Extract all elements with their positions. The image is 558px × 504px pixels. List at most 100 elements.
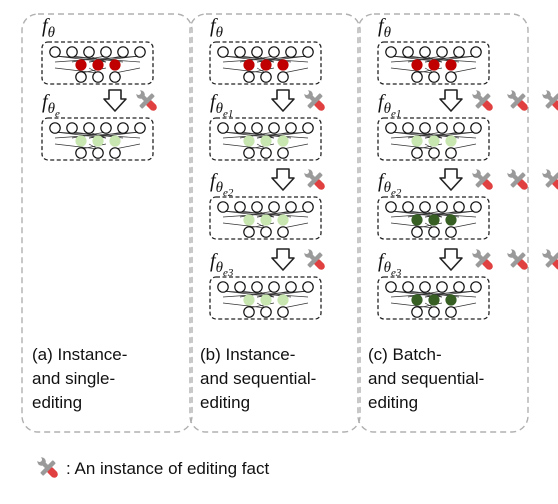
neuron [302, 46, 314, 58]
neuron [285, 122, 297, 134]
edit-tool-icon [507, 90, 529, 112]
edit-tool-icon [507, 249, 529, 271]
neuron [453, 122, 465, 134]
down-arrow-icon [439, 248, 463, 271]
neuron [470, 122, 482, 134]
network-row-1: fθ [41, 15, 154, 85]
edited-neuron [243, 294, 255, 306]
neuron [117, 122, 129, 134]
neuron [251, 122, 263, 134]
neuron [234, 201, 246, 213]
model-label: fθe [42, 91, 60, 120]
network-row-4: fθe3 [209, 248, 326, 320]
network-row-4: fθe3 [377, 248, 558, 320]
edit-tool-icon [542, 90, 558, 112]
neuron [217, 46, 229, 58]
legend-text: : An instance of editing fact [66, 459, 269, 478]
edited-neuron [445, 135, 457, 147]
neuron [445, 71, 457, 83]
network-box [377, 117, 490, 161]
edited-neuron [260, 294, 272, 306]
edited-neuron [92, 135, 104, 147]
edited-neuron [75, 59, 87, 71]
network-box [41, 117, 154, 161]
neuron [243, 147, 255, 159]
model-label: fθe3 [378, 250, 402, 279]
down-arrow-icon [439, 168, 463, 191]
neuron [445, 306, 457, 318]
neuron [302, 201, 314, 213]
edited-neuron [109, 59, 121, 71]
panel-border [21, 13, 193, 433]
neuron [66, 46, 78, 58]
neuron [75, 147, 87, 159]
neuron [436, 201, 448, 213]
edited-neuron [411, 294, 423, 306]
down-arrow-icon [271, 89, 295, 112]
neuron [100, 122, 112, 134]
neuron [83, 122, 95, 134]
neuron [134, 122, 146, 134]
down-arrow-icon [103, 89, 127, 112]
edit-tool-icon [507, 169, 529, 191]
edited-neuron [75, 135, 87, 147]
edit-tool-icon [472, 90, 494, 112]
neuron [109, 147, 121, 159]
neuron [251, 201, 263, 213]
edit-tool-icon [472, 249, 494, 271]
neuron [277, 306, 289, 318]
neuron [470, 201, 482, 213]
neuron [234, 122, 246, 134]
panel-caption-line: and single- [32, 369, 115, 388]
neuron [92, 71, 104, 83]
legend-tool-icon [37, 457, 59, 479]
neuron [117, 46, 129, 58]
network-row-2: fθe [41, 89, 158, 161]
network-row-3: fθe2 [377, 168, 558, 240]
model-label: fθ [210, 15, 224, 41]
neuron [277, 147, 289, 159]
neuron [243, 226, 255, 238]
neuron [419, 122, 431, 134]
model-label: fθe1 [378, 91, 401, 120]
neuron [411, 306, 423, 318]
neuron [260, 306, 272, 318]
neuron [285, 46, 297, 58]
neuron [234, 46, 246, 58]
neuron [100, 46, 112, 58]
model-label: fθ [42, 15, 56, 41]
panel-caption-line: (b) Instance- [200, 345, 295, 364]
neuron [217, 201, 229, 213]
edited-neuron [445, 214, 457, 226]
edited-neuron [411, 214, 423, 226]
neuron [428, 147, 440, 159]
edited-neuron [428, 294, 440, 306]
network-box [209, 117, 322, 161]
edited-neuron [445, 294, 457, 306]
down-arrow-icon [271, 248, 295, 271]
neuron [436, 281, 448, 293]
network-row-2: fθe1 [209, 89, 326, 161]
neuron [243, 71, 255, 83]
neuron [285, 201, 297, 213]
neuron [436, 46, 448, 58]
network-row-3: fθe2 [209, 168, 326, 240]
neuron [411, 147, 423, 159]
panel-caption-line: editing [200, 393, 250, 412]
edit-tool-icon [304, 249, 326, 271]
neuron [268, 281, 280, 293]
network-box [209, 276, 322, 320]
neuron [75, 71, 87, 83]
neuron [445, 147, 457, 159]
neuron [49, 46, 61, 58]
panel-caption-line: editing [368, 393, 418, 412]
neuron [428, 226, 440, 238]
edited-neuron [260, 214, 272, 226]
panel-caption-line: editing [32, 393, 82, 412]
neuron [453, 281, 465, 293]
neuron [385, 201, 397, 213]
edited-neuron [411, 59, 423, 71]
edited-neuron [277, 214, 289, 226]
edit-tool-icon [542, 169, 558, 191]
